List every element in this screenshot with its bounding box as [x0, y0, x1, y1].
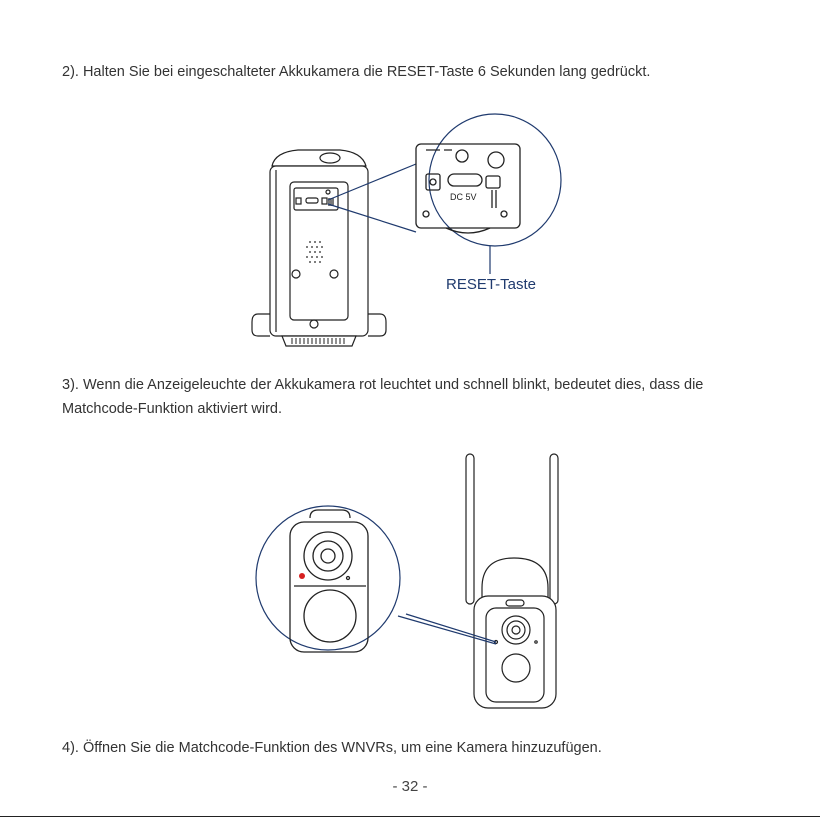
- camera-front-illustration: [255, 453, 559, 709]
- step-4-text: 4). Öffnen Sie die Matchcode-Funktion de…: [62, 740, 602, 756]
- bottom-rule: [0, 816, 820, 817]
- step-2-text: 2). Halten Sie bei eingeschalteter Akkuk…: [62, 64, 651, 80]
- reset-button-callout-label: RESET-Taste: [446, 276, 537, 293]
- port-label: DC 5V: [450, 192, 477, 202]
- red-indicator-led: [299, 573, 305, 579]
- page-number: - 32 -: [392, 778, 428, 795]
- step-3-text: 3). Wenn die Anzeigeleuchte der Akkukame…: [62, 377, 704, 417]
- camera-back-illustration: DC 5V: [251, 113, 562, 347]
